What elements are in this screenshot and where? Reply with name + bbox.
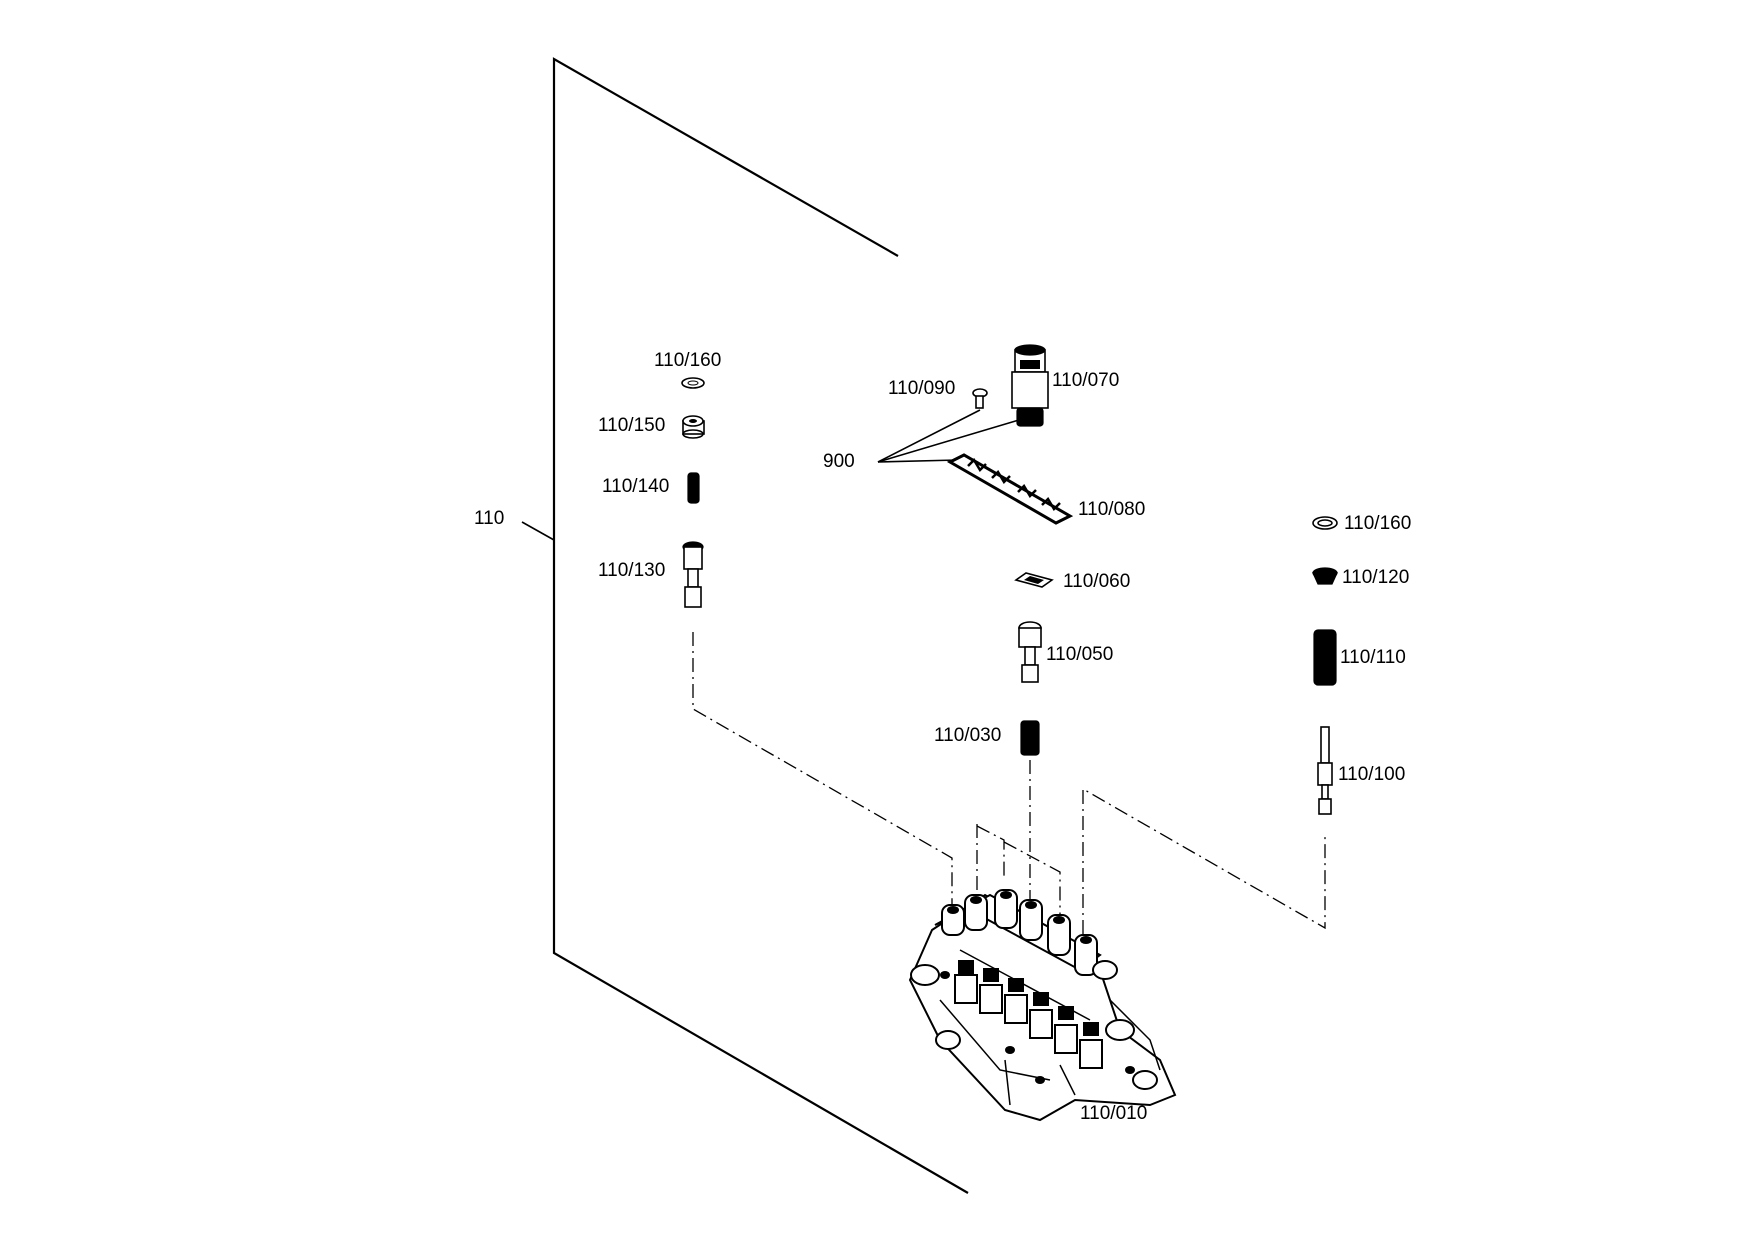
spring-110-110 <box>1313 629 1337 686</box>
label-110-160-right: 110/160 <box>1344 513 1411 534</box>
solenoid-valve-110-070 <box>1011 344 1049 427</box>
screw-110-090 <box>972 388 988 409</box>
valve-spool-110-100 <box>1317 726 1333 815</box>
assembly-frame <box>521 57 969 1194</box>
oring-110-160-left <box>681 377 705 389</box>
label-110-080: 110/080 <box>1078 499 1145 520</box>
label-110-160-left: 110/160 <box>654 350 721 371</box>
label-110-150: 110/150 <box>598 415 665 436</box>
spring-110-140 <box>687 472 700 504</box>
alignment-lines <box>692 632 1326 934</box>
label-110-050: 110/050 <box>1046 644 1113 665</box>
label-110: 110 <box>474 508 504 529</box>
valve-spool-110-050 <box>1018 621 1042 683</box>
plate-110-060 <box>1014 572 1054 588</box>
part-labels: 110 110/160 110/150 110/140 110/130 110/… <box>474 350 1411 1124</box>
label-110-010: 110/010 <box>1080 1103 1147 1124</box>
spring-110-030 <box>1020 720 1040 756</box>
label-110-090: 110/090 <box>888 378 955 399</box>
label-110-030: 110/030 <box>934 725 1001 746</box>
label-110-130: 110/130 <box>598 560 665 581</box>
label-110-070: 110/070 <box>1052 370 1119 391</box>
label-110-110: 110/110 <box>1340 647 1406 668</box>
gasket-plate-110-080 <box>946 453 1074 525</box>
label-900: 900 <box>823 451 855 472</box>
label-110-060: 110/060 <box>1063 571 1130 592</box>
plug-110-120 <box>1312 567 1338 585</box>
label-110-100: 110/100 <box>1338 764 1405 785</box>
label-110-140: 110/140 <box>602 476 669 497</box>
oring-110-160-right <box>1312 516 1338 530</box>
label-110-120: 110/120 <box>1342 567 1409 588</box>
kit-leaders <box>877 409 1020 463</box>
valve-block-110-010 <box>908 889 1177 1122</box>
bushing-110-150 <box>682 415 705 439</box>
piston-110-130 <box>682 541 704 608</box>
